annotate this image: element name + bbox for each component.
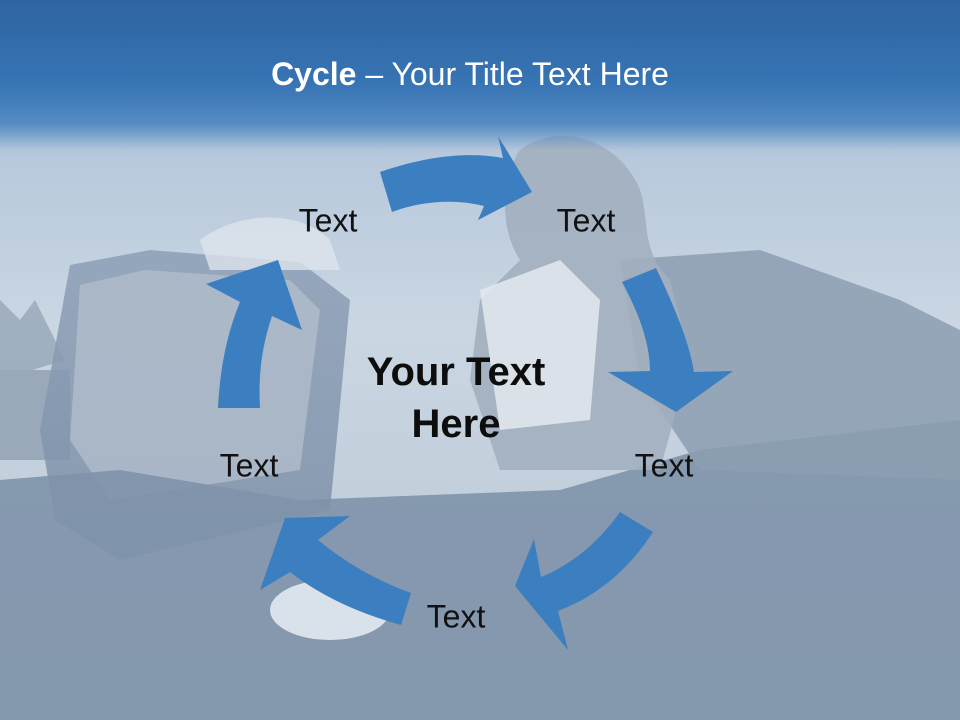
title-rest: – Your Title Text Here <box>356 56 669 92</box>
title-band <box>0 0 960 150</box>
center-text-line-2: Here <box>411 402 501 446</box>
slide-title: Cycle – Your Title Text Here <box>0 56 940 93</box>
cycle-label-4: Text <box>426 598 486 635</box>
cycle-arrow-4 <box>260 516 411 625</box>
cycle-arrow-3 <box>515 512 653 650</box>
title-bold: Cycle <box>271 56 357 92</box>
cycle-label-3: Text <box>634 447 694 484</box>
cycle-label-5: Text <box>219 447 279 484</box>
cycle-arrow-5 <box>206 260 302 408</box>
cycle-arrow-2 <box>608 268 733 412</box>
center-text: Your Text Here <box>367 346 546 450</box>
center-text-line-1: Your Text <box>366 350 546 394</box>
cycle-arrow-1 <box>380 136 532 220</box>
cycle-label-1: Text <box>298 202 358 239</box>
cycle-label-2: Text <box>556 202 616 239</box>
